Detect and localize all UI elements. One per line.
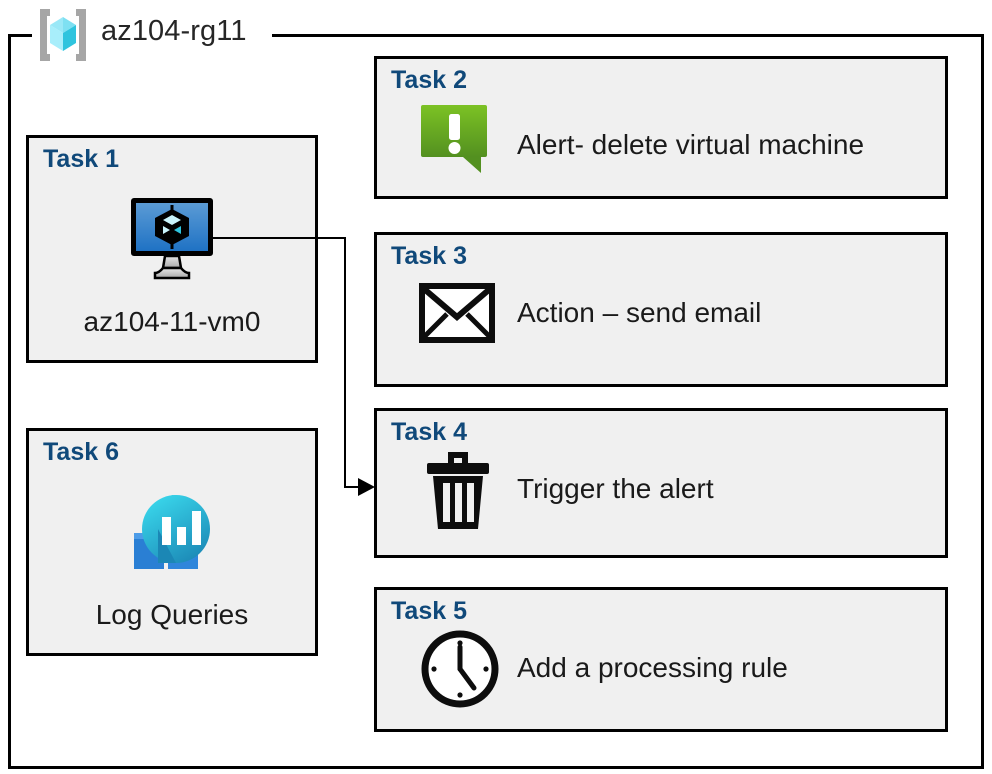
- task-2-heading: Task 2: [391, 66, 467, 94]
- task-2-caption: Alert- delete virtual machine: [517, 129, 865, 160]
- resource-group-border-right: [981, 34, 984, 769]
- task-6-box[interactable]: Task 6: [26, 428, 318, 656]
- log-analytics-icon: [124, 489, 220, 590]
- task-6-heading: Task 6: [43, 438, 119, 466]
- connector-segment-horizontal-top: [208, 237, 346, 239]
- resource-group-border-bottom: [8, 766, 984, 769]
- task-6-caption: Log Queries: [95, 599, 249, 630]
- task-4-caption: Trigger the alert: [517, 473, 714, 504]
- resource-group-border-left: [8, 34, 11, 769]
- virtual-machine-icon: [127, 196, 217, 287]
- task-2-box[interactable]: Task 2 Alert- delete virtual machine: [374, 56, 948, 199]
- task-5-heading: Task 5: [391, 597, 467, 625]
- task-4-heading: Task 4: [391, 418, 467, 446]
- clock-icon: [419, 628, 501, 715]
- azure-resource-group-icon: [34, 7, 92, 63]
- task-5-box[interactable]: Task 5 Add a processing rule: [374, 587, 948, 732]
- task-3-box[interactable]: Task 3 Action – send email: [374, 232, 948, 387]
- task-1-heading: Task 1: [43, 145, 119, 173]
- resource-group-label: az104-rg11: [101, 15, 247, 47]
- alert-speech-bubble-icon: [419, 103, 493, 180]
- connector-segment-vertical: [344, 237, 346, 487]
- task-5-caption: Add a processing rule: [517, 652, 788, 683]
- connector-arrowhead-icon: [358, 478, 375, 496]
- task-3-heading: Task 3: [391, 242, 467, 270]
- trash-can-icon: [425, 449, 491, 536]
- task-1-box[interactable]: Task 1: [26, 135, 318, 363]
- resource-group-border-top-right: [272, 34, 984, 37]
- resource-group-border-top-left: [8, 34, 32, 37]
- task-1-caption: az104-11-vm0: [83, 306, 261, 337]
- task-3-caption: Action – send email: [517, 297, 762, 328]
- task-4-box[interactable]: Task 4 Trigger the alert: [374, 408, 948, 558]
- envelope-icon: [419, 283, 495, 348]
- connector-segment-horizontal-bottom: [344, 486, 366, 488]
